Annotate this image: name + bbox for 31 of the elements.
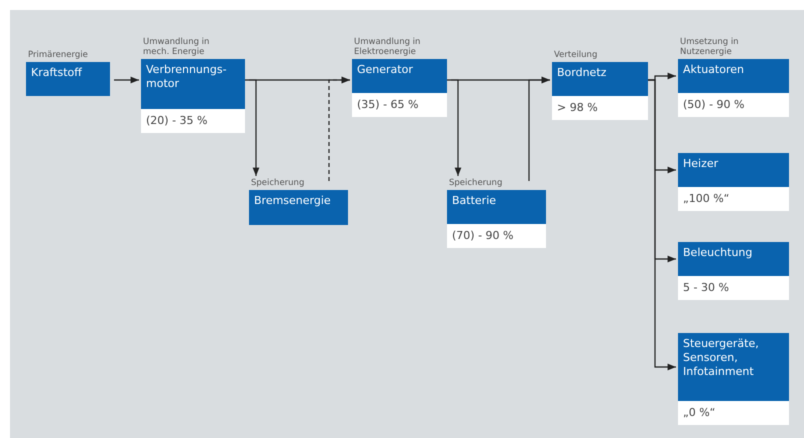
stage-heading: Umwandlung in Elektroenergie (353, 37, 422, 57)
stage-heading: Umsetzung in Nutzenergie (679, 37, 740, 57)
stage-heading: Speicherung (250, 178, 306, 188)
arrow (245, 79, 260, 176)
arrow (528, 76, 550, 181)
component-box: Kraftstoff (26, 62, 110, 96)
component-box: Steuergeräte, Sensoren, Infotainment (678, 333, 789, 401)
component-box: Aktuatoren (678, 59, 789, 93)
component-box: Bremsenergie (249, 190, 348, 225)
stage-heading: Primärenergie (27, 50, 89, 60)
arrow (447, 79, 462, 176)
efficiency-box: „100 %“ (678, 187, 789, 211)
stage-heading: Verteilung (553, 50, 598, 60)
component-box: Batterie (447, 190, 546, 224)
efficiency-box: (70) - 90 % (447, 224, 546, 248)
component-box: Heizer (678, 153, 789, 187)
component-box: Bordnetz (552, 62, 648, 96)
component-box: Beleuchtung (678, 242, 789, 276)
efficiency-box: 5 - 30 % (678, 276, 789, 300)
component-box: Verbrennungs- motor (141, 59, 245, 109)
efficiency-box: (20) - 35 % (141, 109, 245, 133)
arrow (648, 79, 676, 370)
efficiency-box: (50) - 90 % (678, 93, 789, 117)
efficiency-box: (35) - 65 % (352, 93, 447, 117)
efficiency-box: > 98 % (552, 96, 648, 120)
component-box: Generator (352, 59, 447, 93)
arrow (114, 76, 139, 84)
arrow (328, 76, 350, 181)
stage-heading: Speicherung (448, 178, 504, 188)
efficiency-box: „0 %“ (678, 401, 789, 425)
stage-heading: Umwandlung in mech. Energie (142, 37, 210, 57)
